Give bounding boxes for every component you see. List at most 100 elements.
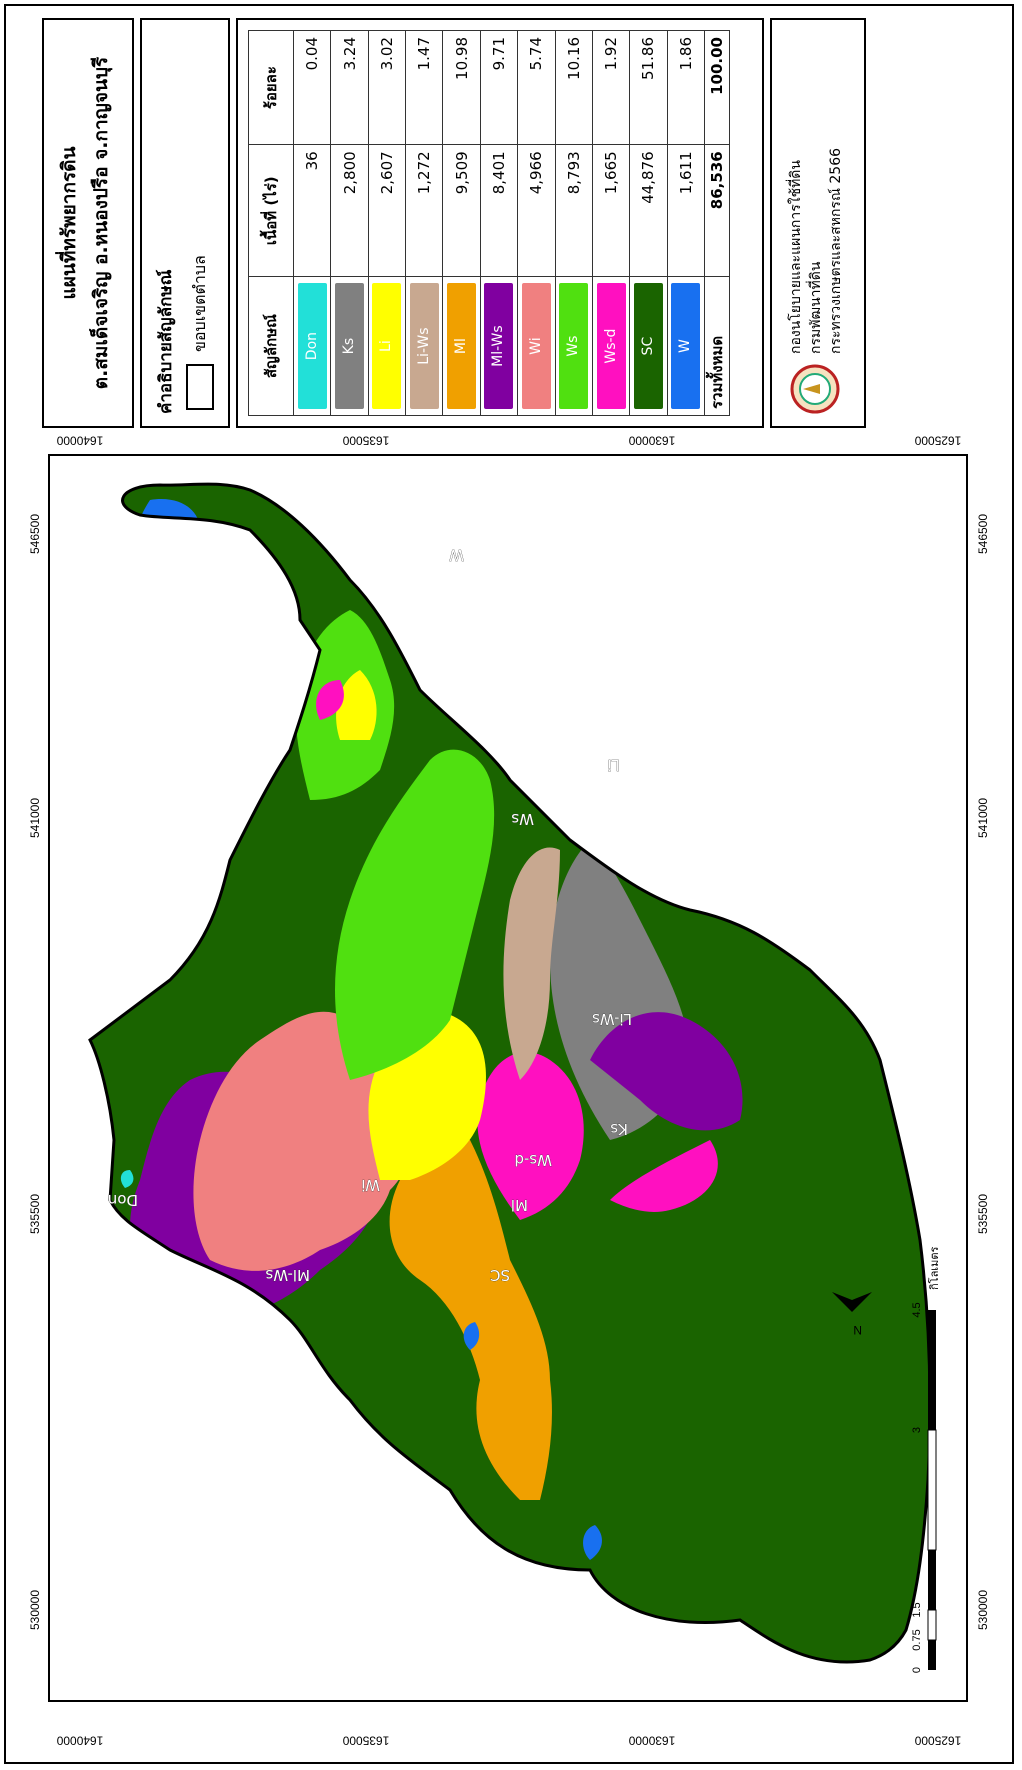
- scale-label-15: 1.5: [911, 1602, 923, 1617]
- y-tick-right-2: 1635000: [342, 433, 390, 448]
- symbol-cell: Wi: [517, 276, 556, 416]
- area-cell: 2,800: [330, 144, 369, 277]
- total-percent: 100.00: [704, 30, 730, 145]
- scale-label-075: 0.75: [911, 1629, 923, 1650]
- y-tick-left-1: 1640000: [56, 1733, 104, 1748]
- header-area: เนื้อที่ (ไร่): [248, 144, 294, 277]
- percent-cell: 3.24: [330, 30, 369, 145]
- li-ws-zone: [503, 847, 560, 1080]
- soil-color-chip: Ml-Ws: [484, 283, 514, 409]
- ws-d-zone: [477, 1052, 584, 1220]
- map-subtitle: ต.สมเด็จเจริญ อ.หนองปรือ จ.กาญจนบุรี: [90, 56, 112, 390]
- soil-map: Don Ml-Ws Wi SC Ml Ws-d Ks Li-Ws Ws Li W…: [88, 482, 941, 1674]
- area-cell: 1,611: [667, 144, 705, 277]
- percent-cell: 1.92: [592, 30, 630, 145]
- percent-cell: 5.74: [517, 30, 556, 145]
- boundary-label: ขอบเขตตำบล: [190, 255, 209, 352]
- ws-zone-central: [335, 749, 495, 1080]
- area-cell: 1,665: [592, 144, 630, 277]
- soil-color-chip: Li-Ws: [409, 283, 439, 409]
- symbol-cell: Ks: [330, 276, 369, 416]
- symbol-cell: Li: [368, 276, 406, 416]
- ws-d-zone-south: [610, 1140, 718, 1212]
- x-tick-top-1: 530000: [28, 1589, 42, 1631]
- boundary-swatch: [186, 364, 214, 410]
- don-zone: [120, 1170, 134, 1188]
- organization-panel: กองนโยบายและแผนการใช้ที่ดิน กรมพัฒนาที่ด…: [770, 18, 866, 428]
- symbol-cell: Ws-d: [592, 276, 630, 416]
- org-line-2: กรมพัฒนาที่ดิน: [808, 261, 824, 354]
- legend-panel: คำอธิบายสัญลักษณ์ ขอบเขตตำบล: [140, 18, 230, 428]
- area-cell: 9,509: [442, 144, 481, 277]
- legend-heading: คำอธิบายสัญลักษณ์: [156, 269, 176, 414]
- soil-color-chip: Don: [297, 283, 327, 409]
- ws-d-zone-east: [316, 680, 344, 720]
- x-tick-top-2: 535500: [28, 1193, 42, 1235]
- title-panel: แผนที่ทรัพยากรดิน ต.สมเด็จเจริญ อ.หนองปร…: [42, 18, 134, 428]
- ml-zone-west: [389, 1132, 552, 1500]
- w-pond-2: [463, 1322, 480, 1350]
- map-label-li: Li: [607, 756, 620, 774]
- percent-cell: 10.98: [442, 30, 481, 145]
- header-percent: ร้อยละ: [248, 30, 294, 145]
- north-label: N: [853, 1323, 862, 1337]
- y-tick-right-1: 1640000: [56, 433, 104, 448]
- soil-color-chip: W: [671, 283, 701, 409]
- area-cell: 4,966: [517, 144, 556, 277]
- map-label-w: W: [449, 546, 464, 564]
- map-label-ws: Ws: [511, 810, 534, 828]
- percent-cell: 3.02: [368, 30, 406, 145]
- li-zone-east: [336, 670, 377, 740]
- map-label-wi: Wi: [361, 1176, 380, 1194]
- scale-bar: 0 0.75 1.5 3 4.5 กิโลเมตร: [911, 1247, 941, 1674]
- percent-cell: 51.86: [629, 30, 668, 145]
- symbol-cell: Ml: [442, 276, 481, 416]
- map-title: แผนที่ทรัพยากรดิน: [58, 146, 80, 300]
- soil-color-chip: Ml: [447, 283, 477, 409]
- y-tick-left-2: 1635000: [342, 1733, 390, 1748]
- area-cell: 1,272: [405, 144, 443, 277]
- total-row: รวมทั้งหมด 86,536 100.00: [704, 30, 730, 416]
- scale-label-45: 4.5: [911, 1302, 923, 1317]
- x-tick-top-3: 541000: [28, 797, 42, 839]
- w-zone-east: [133, 499, 200, 590]
- area-cell: 36: [293, 144, 331, 277]
- ministry-seal-icon: [790, 364, 840, 414]
- y-tick-left-4: 1625000: [914, 1733, 962, 1748]
- symbol-cell: Don: [293, 276, 331, 416]
- percent-cell: 1.47: [405, 30, 443, 145]
- header-symbol: สัญลักษณ์: [248, 276, 294, 416]
- x-tick-bottom-1: 530000: [976, 1589, 990, 1631]
- symbol-cell: W: [667, 276, 705, 416]
- map-label-ml: Ml: [511, 1196, 528, 1214]
- x-tick-bottom-4: 546500: [976, 513, 990, 555]
- y-tick-left-3: 1630000: [628, 1733, 676, 1748]
- total-area: 86,536: [704, 144, 730, 277]
- table-header-row: สัญลักษณ์ เนื้อที่ (ไร่) ร้อยละ: [248, 30, 294, 416]
- soil-color-chip: Ks: [335, 283, 365, 409]
- symbol-cell: Li-Ws: [405, 276, 443, 416]
- total-label: รวมทั้งหมด: [704, 276, 730, 416]
- map-label-don: Don: [108, 1191, 138, 1209]
- map-frame: Don Ml-Ws Wi SC Ml Ws-d Ks Li-Ws Ws Li W…: [48, 454, 968, 1702]
- percent-cell: 0.04: [293, 30, 331, 145]
- symbol-cell: Ws: [555, 276, 593, 416]
- percent-cell: 9.71: [480, 30, 518, 145]
- x-tick-bottom-2: 535500: [976, 1193, 990, 1235]
- symbol-cell: SC: [629, 276, 668, 416]
- x-tick-top-4: 546500: [28, 513, 42, 555]
- percent-cell: 1.86: [667, 30, 705, 145]
- map-label-li-ws: Li-Ws: [592, 1010, 632, 1028]
